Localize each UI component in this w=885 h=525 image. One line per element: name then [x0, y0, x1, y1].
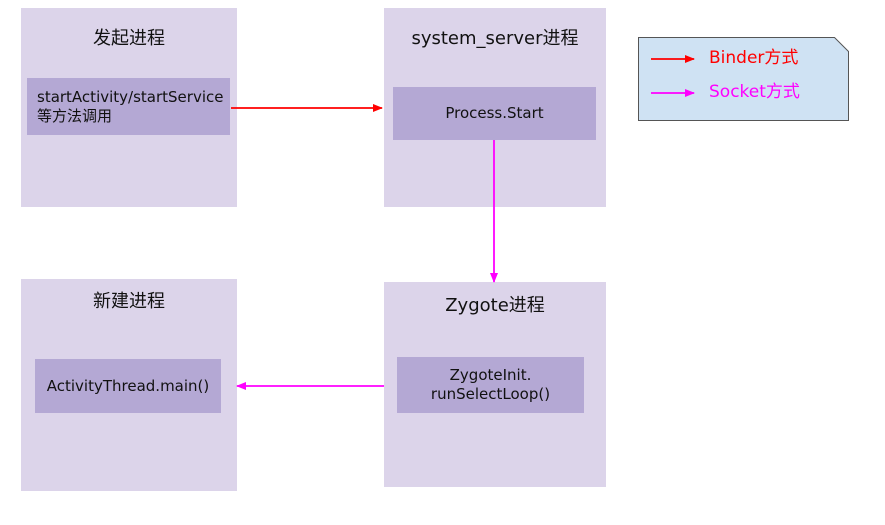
initiator-process-box: 发起进程 startActivity/startService 等方法调用	[21, 8, 237, 207]
initiator-process-title: 发起进程	[93, 28, 165, 49]
legend-binder-label: Binder方式	[709, 48, 799, 68]
activity-thread-main-label: ActivityThread.main()	[46, 376, 210, 395]
start-activity-call-line-2: 等方法调用	[37, 106, 113, 125]
start-activity-call-node: startActivity/startService 等方法调用	[27, 78, 230, 135]
zygote-init-line-2: runSelectLoop()	[430, 385, 551, 403]
new-process-title: 新建进程	[93, 291, 165, 312]
zygote-init-line-1: ZygoteInit.	[449, 366, 532, 384]
process-start-label: Process.Start	[445, 104, 544, 122]
activity-thread-main-node: ActivityThread.main()	[35, 359, 221, 413]
start-activity-call-line-1: startActivity/startService	[37, 87, 224, 106]
system-server-process-title: system_server进程	[411, 28, 579, 49]
new-process-box: 新建进程 ActivityThread.main()	[21, 279, 237, 491]
legend-panel: Binder方式 Socket方式	[638, 37, 849, 121]
zygote-process-title: Zygote进程	[445, 295, 545, 316]
legend-socket-label: Socket方式	[709, 82, 800, 102]
process-start-node: Process.Start	[393, 87, 596, 140]
zygote-init-node: ZygoteInit. runSelectLoop()	[397, 357, 584, 413]
legend-note-shape	[638, 37, 849, 121]
zygote-process-box: Zygote进程 ZygoteInit. runSelectLoop()	[384, 282, 606, 487]
system-server-process-box: system_server进程 Process.Start	[384, 8, 606, 207]
